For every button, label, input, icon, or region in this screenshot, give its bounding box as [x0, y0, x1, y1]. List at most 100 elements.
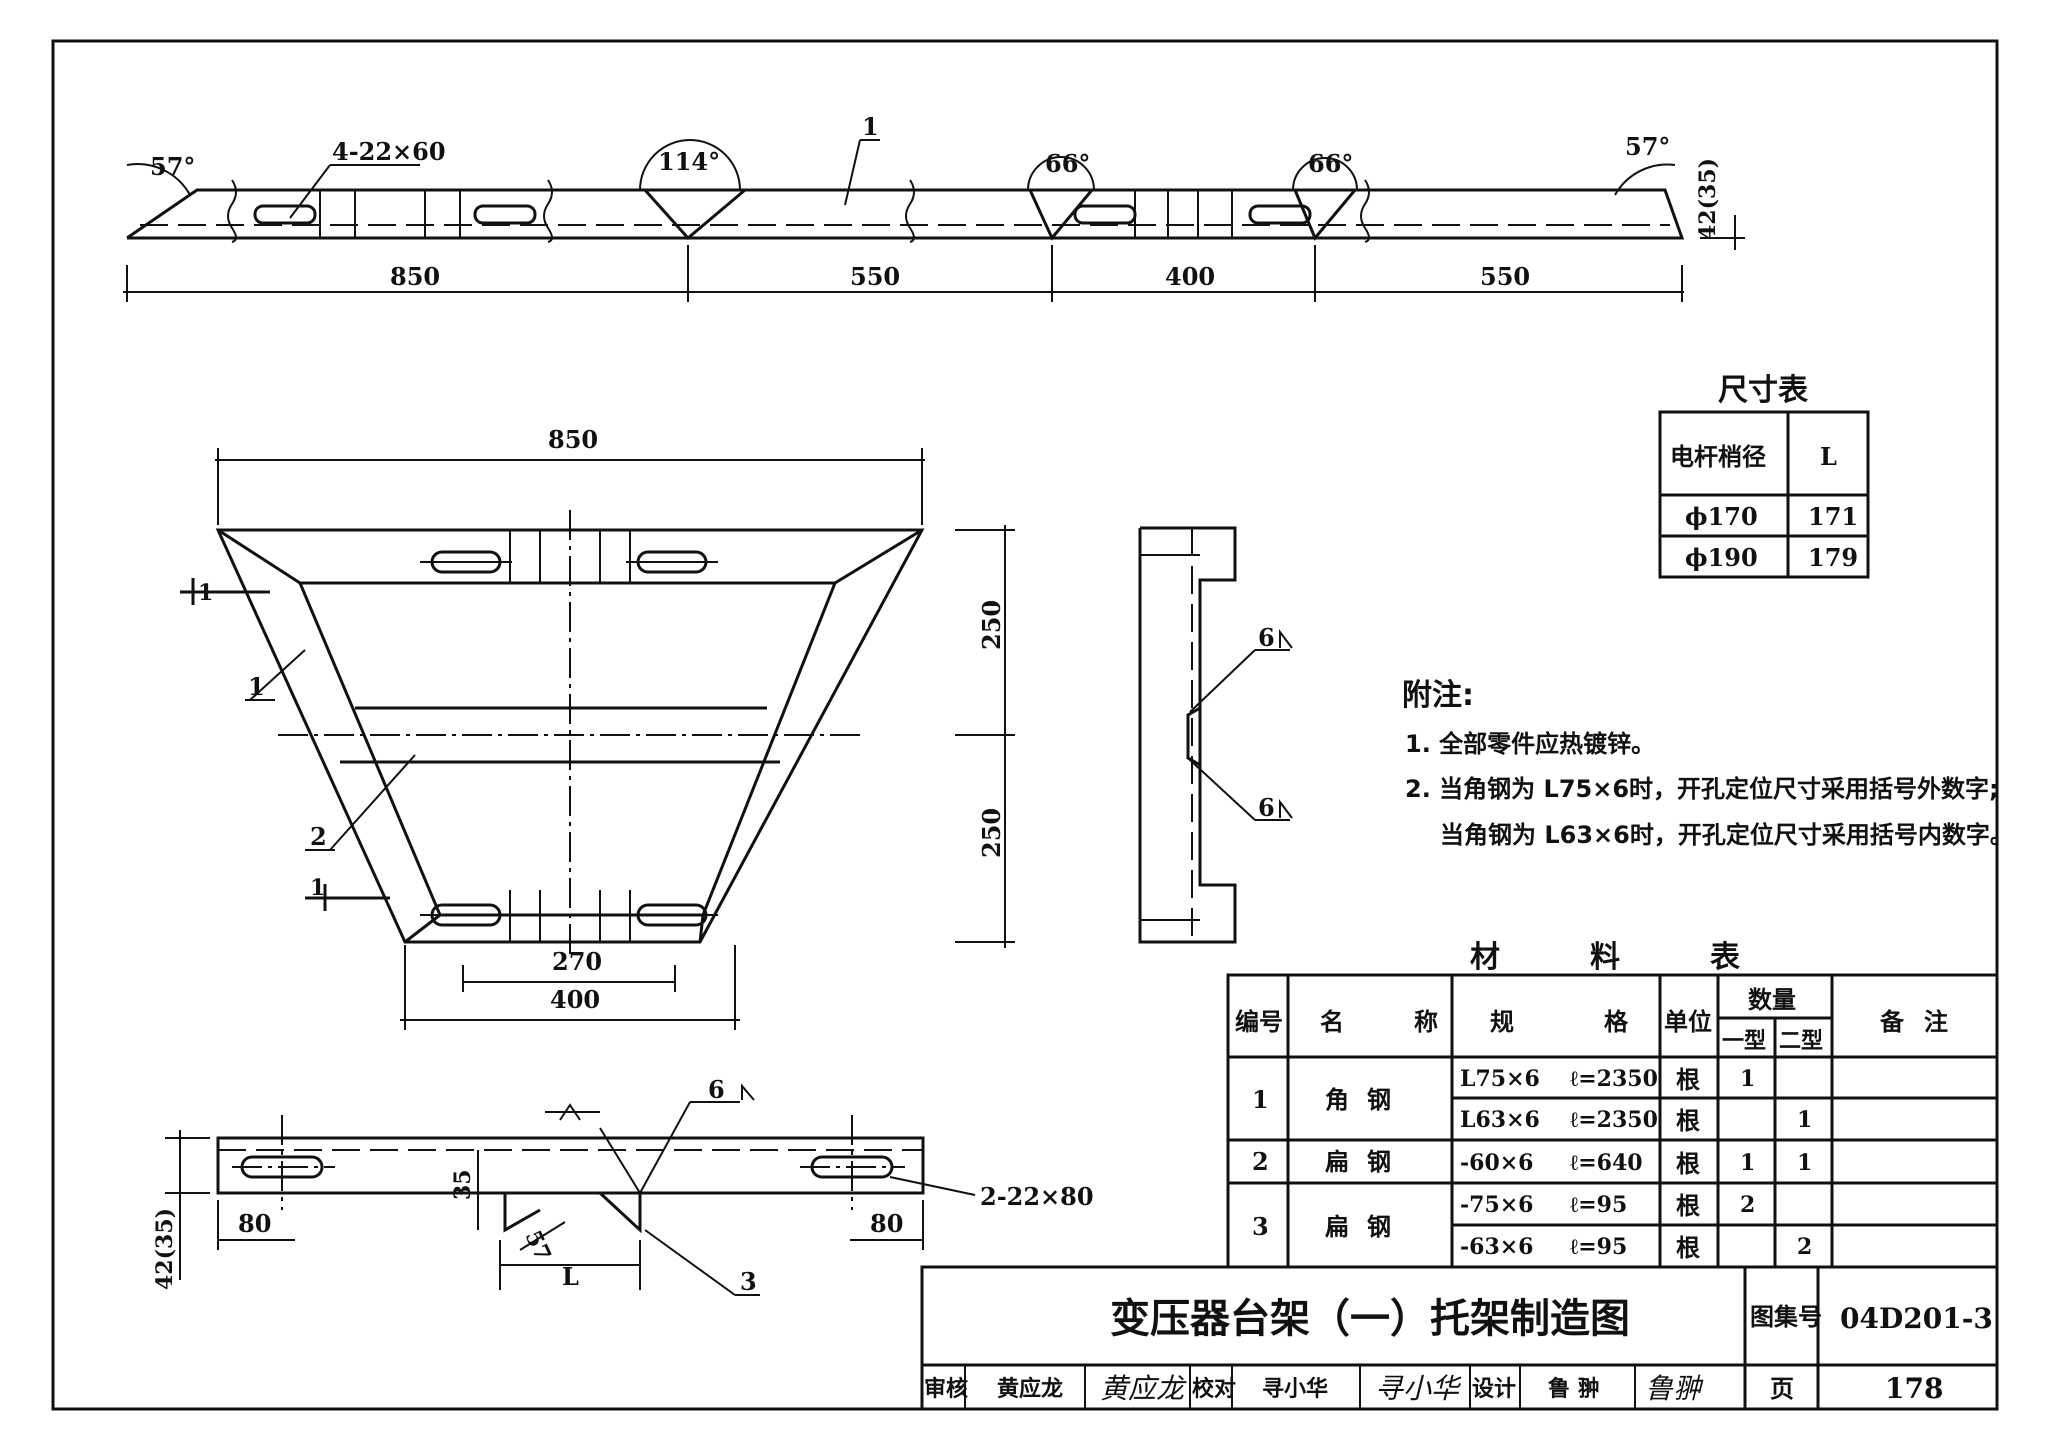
- weld-symbol: [559, 1103, 581, 1121]
- cell-name: 扁钢: [1325, 1213, 1409, 1241]
- clip-plate: [598, 1191, 642, 1234]
- col-header: 规格: [1490, 1008, 1718, 1036]
- dim-label: 57: [520, 1227, 557, 1266]
- angle-arc-57-right: [1614, 163, 1676, 196]
- slot-hole: [1248, 204, 1312, 225]
- part-label: 1: [248, 672, 265, 701]
- break-mark: [543, 179, 553, 243]
- page-label: 页: [1770, 1375, 1794, 1403]
- cell-spec: -60×6: [1460, 1150, 1534, 1176]
- cell-qty-2: 2: [1797, 1234, 1812, 1260]
- cell-qty-2: 1: [1797, 1107, 1812, 1133]
- material-table: 材料表 编号 名称 规格 单位 数量 一型 二型 备注 1 角钢 L75×6 ℓ…: [1226, 940, 1999, 1269]
- dim-label: 400: [1165, 262, 1215, 291]
- angle-label: 114°: [658, 147, 720, 176]
- angle-label: 66°: [1308, 149, 1353, 178]
- top-view: 57° 114° 66° 66° 57° 4-22×60 1 42(35) 85…: [123, 112, 1745, 302]
- weld-label: 6: [1258, 623, 1275, 652]
- cell-qty-1: 2: [1740, 1192, 1755, 1218]
- col-header: 备注: [1879, 1008, 1968, 1036]
- cell-qty-1: 1: [1740, 1066, 1755, 1092]
- size-table-cell: ϕ170: [1685, 502, 1758, 531]
- dim-label: 850: [390, 262, 440, 291]
- cell-length: ℓ=2350: [1570, 1066, 1658, 1092]
- height-label: 42(35): [1695, 158, 1721, 240]
- cell-length: ℓ=2350: [1570, 1107, 1658, 1133]
- note-item: 2. 当角钢为 L75×6时，开孔定位尺寸采用括号外数字;: [1405, 775, 1999, 803]
- cell-unit: 根: [1676, 1107, 1700, 1135]
- note-item: 1. 全部零件应热镀锌。: [1405, 730, 1655, 758]
- dim-label: 250: [977, 808, 1006, 858]
- size-table-header: L: [1820, 442, 1837, 471]
- check-label: 校对: [1192, 1376, 1236, 1402]
- size-table-title: 尺寸表: [1718, 373, 1808, 408]
- angle-label: 57°: [1625, 132, 1670, 161]
- checker-signature: 寻小华: [1375, 1372, 1462, 1405]
- size-table: 尺寸表 电杆梢径 L ϕ170 171 ϕ190 179: [1658, 373, 1870, 579]
- cell-no: 1: [1252, 1085, 1269, 1114]
- col-header: 数量: [1748, 986, 1796, 1014]
- cell-spec: L75×6: [1460, 1066, 1540, 1092]
- side-view-outline: [1138, 526, 1237, 944]
- hole-label: 2-22×80: [980, 1182, 1094, 1211]
- col-header: 编号: [1235, 1008, 1283, 1036]
- part-leader: [844, 139, 861, 206]
- clip-plate: [503, 1193, 541, 1233]
- notes: 附注: 1. 全部零件应热镀锌。 2. 当角钢为 L75×6时，开孔定位尺寸采用…: [1402, 678, 2014, 849]
- plan-view: 850 1 1 1 2: [180, 425, 1015, 1030]
- angle-arc-114: [639, 139, 741, 191]
- title-block: 变压器台架（一）托架制造图 图集号 04D201-3 审核 黄应龙 黄应龙 校对…: [920, 1265, 1999, 1411]
- atlas-number: 04D201-3: [1840, 1302, 1993, 1335]
- dim-label: L: [562, 1262, 579, 1291]
- review-label: 审核: [924, 1376, 968, 1402]
- angle-arc-57-left: [126, 163, 191, 196]
- part-label: 1: [862, 112, 879, 141]
- size-table-cell: ϕ190: [1685, 543, 1758, 572]
- material-table-title: 材料表: [1470, 940, 1830, 975]
- cell-spec: -63×6: [1460, 1234, 1534, 1260]
- checker-name: 寻小华: [1262, 1376, 1328, 1402]
- cell-unit: 根: [1676, 1234, 1700, 1262]
- part-label: 2: [310, 822, 327, 851]
- cell-length: ℓ=95: [1570, 1234, 1627, 1260]
- notch-66-right: [1293, 189, 1357, 241]
- cell-no: 3: [1252, 1212, 1269, 1241]
- break-mark: [1360, 179, 1370, 243]
- angle-label: 57°: [150, 152, 195, 181]
- size-table-cell: 171: [1808, 502, 1858, 531]
- cell-unit: 根: [1676, 1066, 1700, 1094]
- cell-spec: L63×6: [1460, 1107, 1540, 1133]
- break-mark: [905, 179, 915, 243]
- size-table-cell: 179: [1808, 543, 1858, 572]
- col-header: 名称: [1320, 1008, 1508, 1036]
- reviewer-name: 黄应龙: [997, 1376, 1063, 1402]
- dim-label: 80: [870, 1209, 903, 1238]
- break-mark: [227, 179, 237, 243]
- weld-symbol: [1279, 629, 1293, 649]
- angle-arc-66-right: [1292, 157, 1358, 191]
- angle-arc-66-left: [1027, 156, 1095, 191]
- side-view: 6 6: [1138, 526, 1293, 944]
- bar-outline: [216, 1136, 925, 1195]
- weld-symbol: [1279, 799, 1293, 819]
- notch-66-left: [1028, 189, 1094, 241]
- weld-label: 6: [1258, 793, 1275, 822]
- width-label: 850: [548, 425, 598, 454]
- slot-hole: [253, 204, 317, 225]
- hole-label: 4-22×60: [332, 137, 446, 166]
- weld-symbol: [741, 1083, 755, 1101]
- frame-inner: [297, 581, 838, 917]
- designer-signature: 鲁翀: [1645, 1372, 1704, 1405]
- notes-title: 附注:: [1402, 678, 1474, 713]
- dim-label: 550: [850, 262, 900, 291]
- cell-no: 2: [1252, 1147, 1269, 1176]
- dim-label: 270: [552, 947, 602, 976]
- flat-bar-section: [1186, 706, 1201, 767]
- cell-name: 角钢: [1325, 1086, 1409, 1114]
- page-number: 178: [1885, 1372, 1943, 1405]
- atlas-label: 图集号: [1750, 1303, 1822, 1331]
- notch-114: [643, 188, 746, 241]
- bottom-view: 6 2-22×80 3 80 80 35 57 L 42(35): [152, 1075, 1094, 1296]
- section-label: 1: [310, 875, 325, 901]
